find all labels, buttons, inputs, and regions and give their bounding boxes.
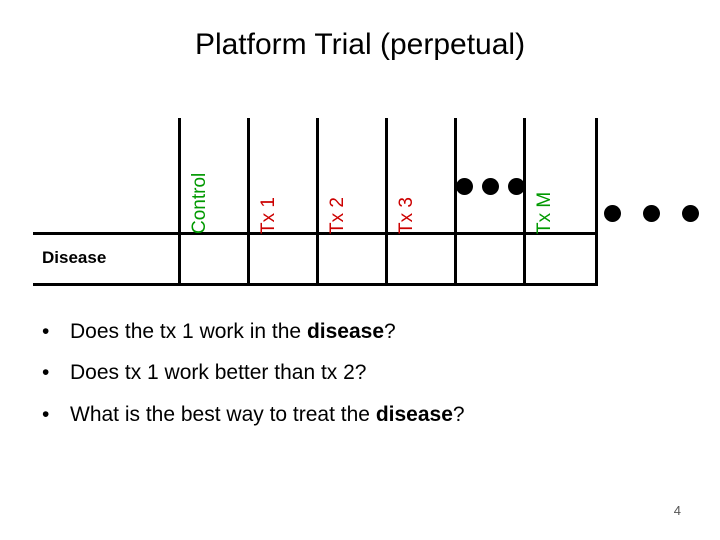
- table-bottomline: [33, 283, 598, 286]
- ellipsis-dots-trailing: [604, 205, 720, 222]
- table-column-header-control: Control: [189, 172, 210, 234]
- table-column-divider-6: [523, 118, 526, 286]
- table-column-divider-1: [178, 118, 181, 286]
- bullet-text-post: ?: [452, 402, 465, 426]
- table-column-divider-3: [316, 118, 319, 286]
- list-item: Does the tx 1 work in the disease?: [30, 318, 690, 347]
- bullet-text-post: ?: [384, 320, 396, 343]
- page-title: Platform Trial (perpetual): [194, 28, 526, 61]
- dot-icon: [682, 205, 699, 222]
- platform-trial-table: Control Tx 1 Tx 2 Tx 3 Tx M Disease: [33, 118, 598, 286]
- table-column-divider-2: [247, 118, 250, 286]
- ellipsis-dots-inline: [456, 178, 525, 195]
- bullet-text-pre: What is the best way to treat the: [70, 402, 376, 426]
- bullet-list: Does the tx 1 work in the disease? Does …: [30, 318, 690, 442]
- dot-icon: [482, 178, 499, 195]
- dot-icon: [508, 178, 525, 195]
- list-item: What is the best way to treat the diseas…: [30, 401, 690, 430]
- dot-icon: [643, 205, 660, 222]
- bullet-text-pre: Does tx 1 work better than tx 2?: [70, 361, 367, 385]
- table-row-label-disease: Disease: [42, 248, 107, 267]
- list-item: Does tx 1 work better than tx 2?: [30, 359, 690, 388]
- dot-icon: [604, 205, 621, 222]
- table-column-header-tx2: Tx 2: [327, 197, 348, 234]
- table-column-divider-7: [595, 118, 598, 286]
- page-number: 4: [673, 503, 681, 518]
- table-column-header-tx1: Tx 1: [258, 197, 279, 234]
- table-midline: [33, 232, 598, 235]
- table-column-divider-5: [454, 118, 457, 286]
- table-column-divider-4: [385, 118, 388, 286]
- bullet-text-bold: disease: [306, 320, 385, 343]
- table-column-header-tx3: Tx 3: [396, 197, 417, 234]
- dot-icon: [456, 178, 473, 195]
- bullet-text-bold: disease: [375, 402, 453, 426]
- table-column-header-txm: Tx M: [534, 191, 555, 234]
- bullet-text-pre: Does the tx 1 work in the: [70, 320, 307, 343]
